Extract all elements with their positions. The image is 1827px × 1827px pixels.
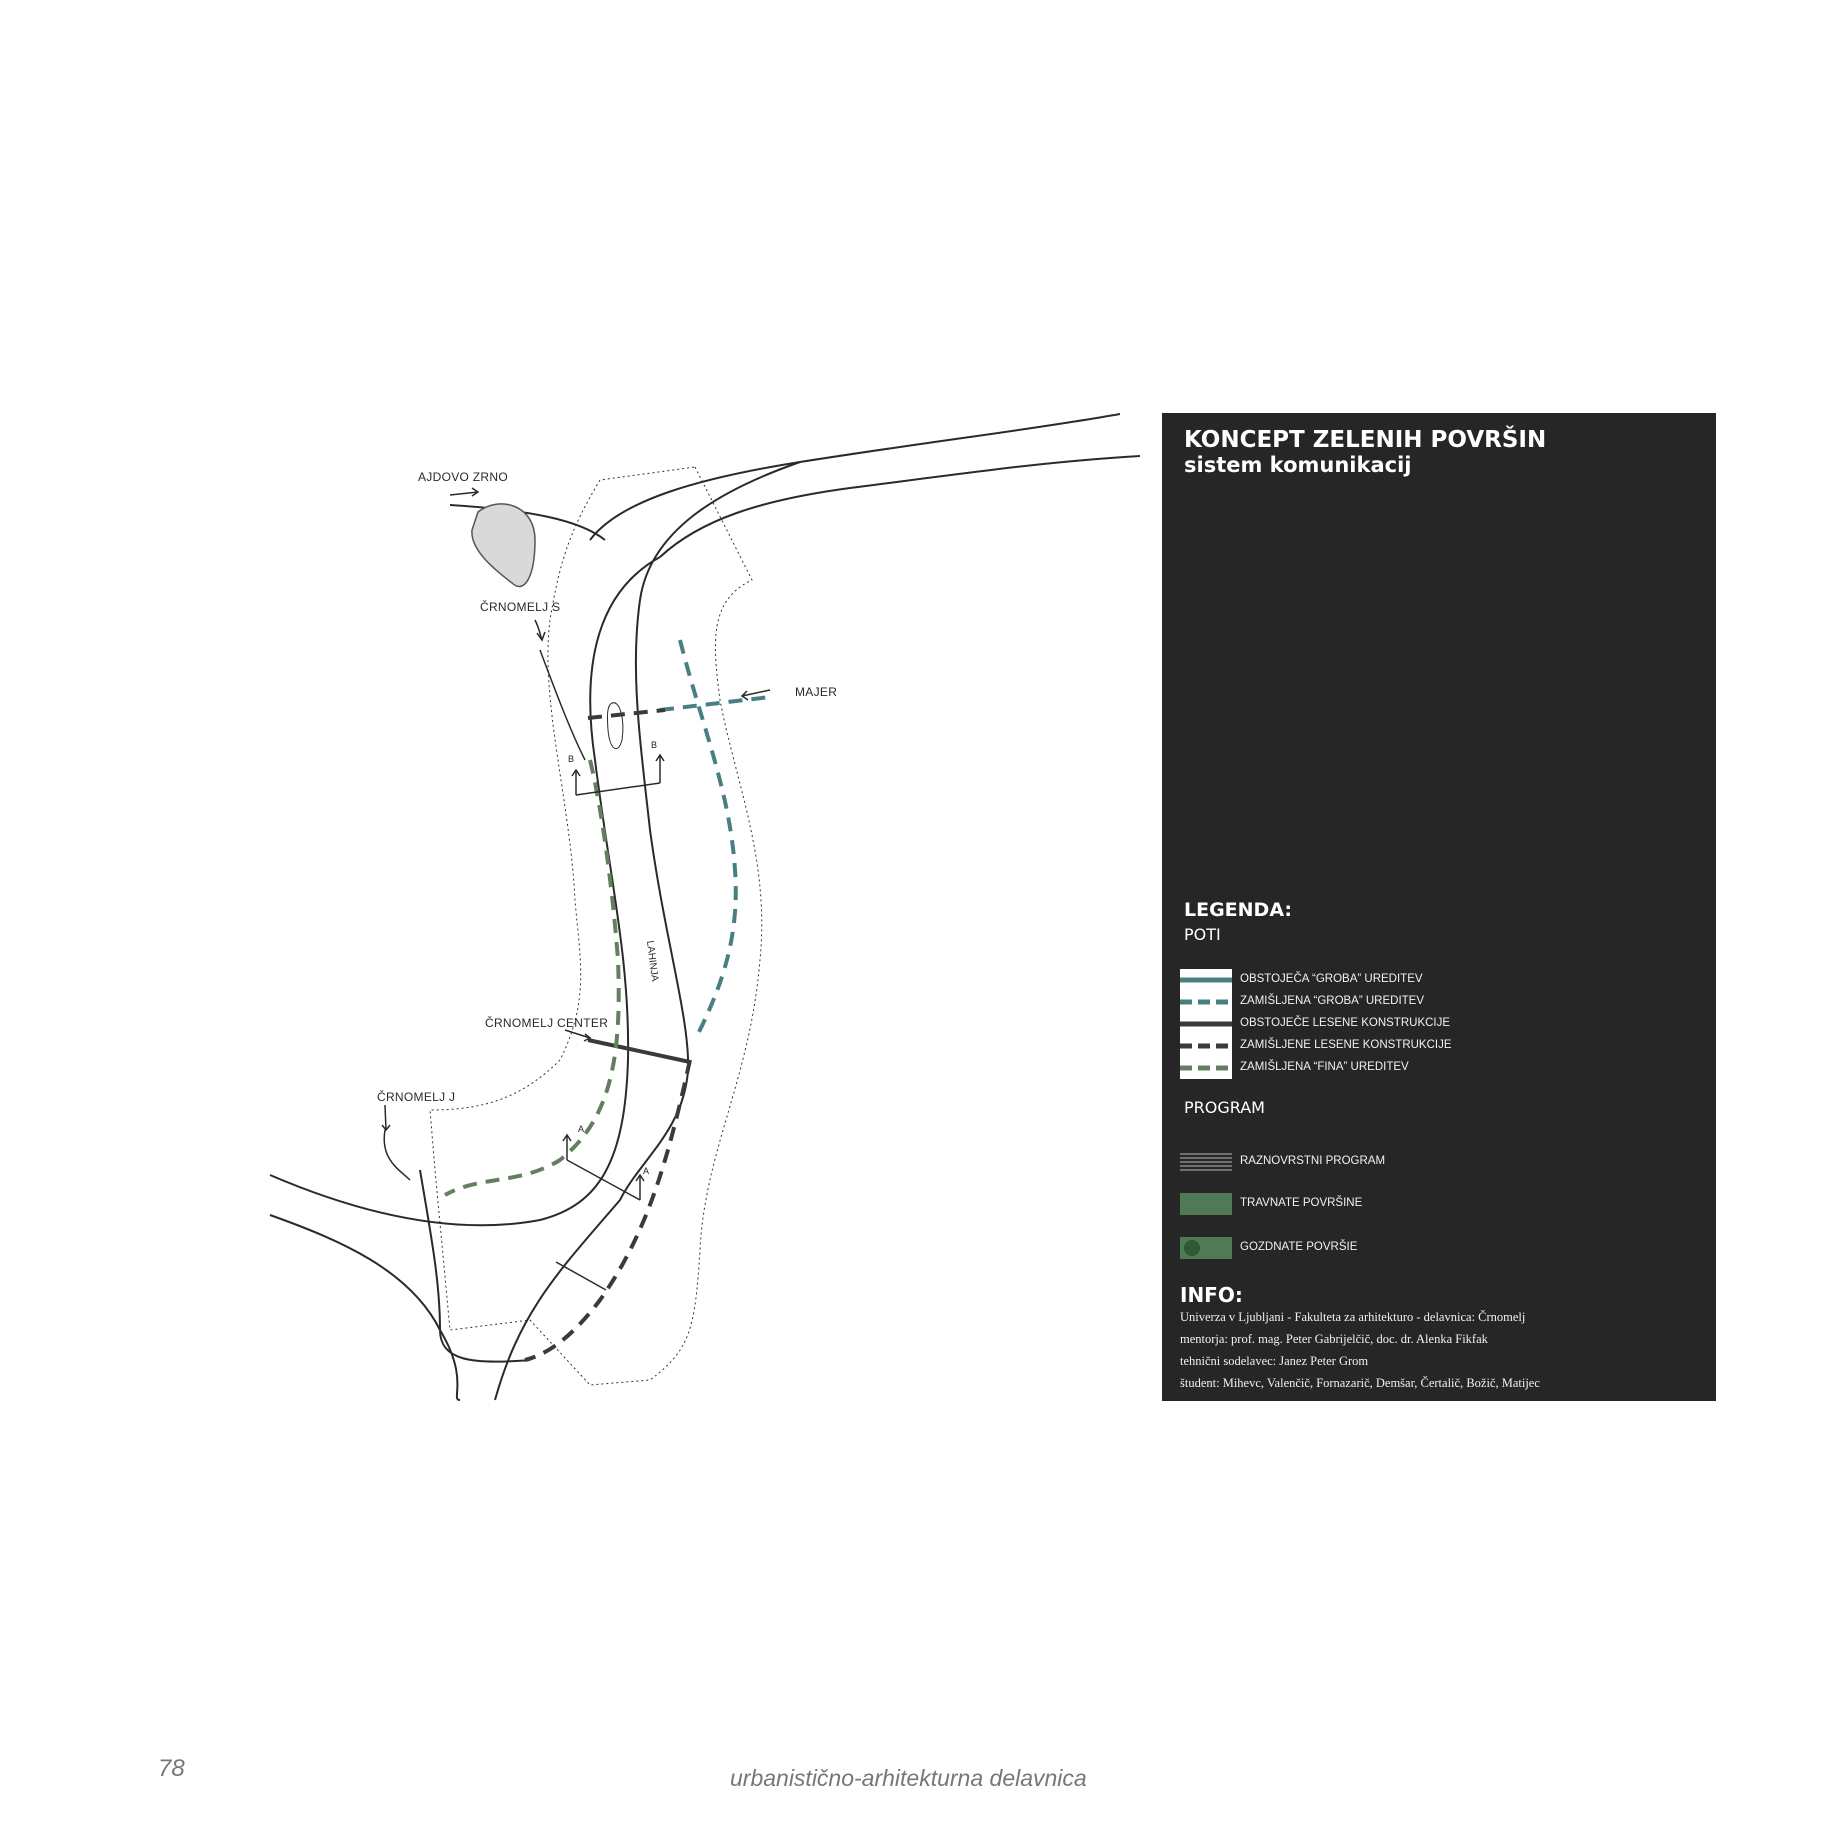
info-line: mentorja: prof. mag. Peter Gabrijelčič, …	[1180, 1332, 1488, 1346]
connector-crnomelj-j	[383, 1129, 411, 1181]
legend-item-mixed-program: raznovrstni program	[1180, 1151, 1700, 1173]
legend-item-planned-wooden: zamišljene lesene konstrukcije	[1180, 1035, 1700, 1057]
ajdovo-zrno-hill	[471, 503, 536, 588]
page-number: 78	[158, 1755, 185, 1782]
planned-coarse-path	[678, 639, 738, 1041]
legend-label: zamišljena “fina” ureditev	[1240, 1061, 1409, 1073]
panel-title: KONCEPT ZELENIH POVRŠIN	[1184, 427, 1547, 453]
road-north-edge	[589, 413, 1121, 541]
section-b-marker	[571, 753, 665, 796]
study-area-boundary	[429, 466, 763, 1386]
solid-dark-line-icon	[1180, 1013, 1232, 1035]
legend-panel: KONCEPT ZELENIH POVRŠIN sistem komunikac…	[1162, 413, 1716, 1401]
legend-item-grass: travnate površine	[1180, 1193, 1700, 1215]
section-label-a-east: A	[643, 1166, 650, 1176]
road-south-link	[419, 1169, 531, 1363]
legend-label: obstoječe lesene konstrukcije	[1240, 1017, 1451, 1029]
river-east-bank	[494, 461, 801, 1401]
section-label-b-west: B	[568, 754, 575, 764]
road-south-west	[269, 1214, 461, 1401]
legend-label: raznovrstni program	[1240, 1155, 1386, 1167]
south-crossing	[555, 1261, 607, 1291]
legend-heading: LEGENDA:	[1184, 899, 1292, 921]
connector-crnomelj-s	[539, 649, 586, 761]
section-label-b-east: B	[651, 740, 658, 750]
section-label-a-west: A	[578, 1124, 585, 1134]
legend-item-planned-fine: zamišljena “fina” ureditev	[1180, 1057, 1700, 1079]
label-crnomelj-j: ČRNOMELJ J	[377, 1090, 456, 1104]
dashed-dark-line-icon	[1180, 1035, 1232, 1057]
solid-blue-line-icon	[1180, 969, 1232, 991]
dashed-blue-line-icon	[1180, 991, 1232, 1013]
road-ajdovo	[449, 504, 606, 541]
existing-wooden-bridge	[587, 1038, 691, 1064]
planned-wooden-path-south	[524, 1059, 692, 1362]
footer-title: urbanistično-arhitekturna delavnica	[730, 1765, 1087, 1791]
green-swatch-icon	[1180, 1193, 1232, 1215]
river-island	[607, 702, 624, 750]
legend-sub: POTI	[1184, 925, 1221, 944]
planned-fine-path	[444, 759, 621, 1197]
program-heading: PROGRAM	[1184, 1098, 1265, 1117]
label-majer: MAJER	[795, 685, 838, 699]
legend-item-forest: gozdnate površie	[1180, 1237, 1700, 1259]
dashed-green-line-icon	[1180, 1057, 1232, 1079]
panel-subtitle: sistem komunikacij	[1184, 453, 1412, 477]
label-crnomelj-center: ČRNOMELJ CENTER	[485, 1016, 609, 1030]
legend-label: travnate površine	[1240, 1197, 1363, 1209]
info-line: študent: Mihevc, Valenčič, Fornazarič, D…	[1180, 1376, 1540, 1390]
info-line: Univerza v Ljubljani - Fakulteta za arhi…	[1180, 1310, 1526, 1324]
section-a-marker	[562, 1133, 645, 1201]
legend-label: zamišljene lesene konstrukcije	[1240, 1039, 1452, 1051]
legend-label: zamišljena “groba” ureditev	[1240, 995, 1425, 1007]
legend-label: obstoječa “groba” ureditev	[1240, 973, 1423, 985]
legend-item-planned-coarse: zamišljena “groba” ureditev	[1180, 991, 1700, 1013]
label-ajdovo-zrno: AJDOVO ZRNO	[418, 470, 508, 484]
planned-coarse-path-majer	[659, 695, 771, 712]
road-south-edge	[659, 455, 1141, 558]
stripes-swatch-icon	[1180, 1151, 1232, 1173]
label-crnomelj-s: ČRNOMELJ S	[480, 600, 561, 614]
info-heading: INFO:	[1180, 1283, 1243, 1307]
arrow-icon	[381, 487, 771, 1132]
planned-wooden-path-north	[587, 708, 666, 720]
legend-item-existing-wooden: obstoječe lesene konstrukcije	[1180, 1013, 1700, 1035]
forest-swatch-icon	[1180, 1237, 1232, 1259]
legend-item-existing-coarse: obstoječa “groba” ureditev	[1180, 969, 1700, 991]
river-west-bank	[269, 556, 661, 1227]
info-line: tehnični sodelavec: Janez Peter Grom	[1180, 1354, 1369, 1368]
legend-label: gozdnate površie	[1240, 1241, 1358, 1253]
